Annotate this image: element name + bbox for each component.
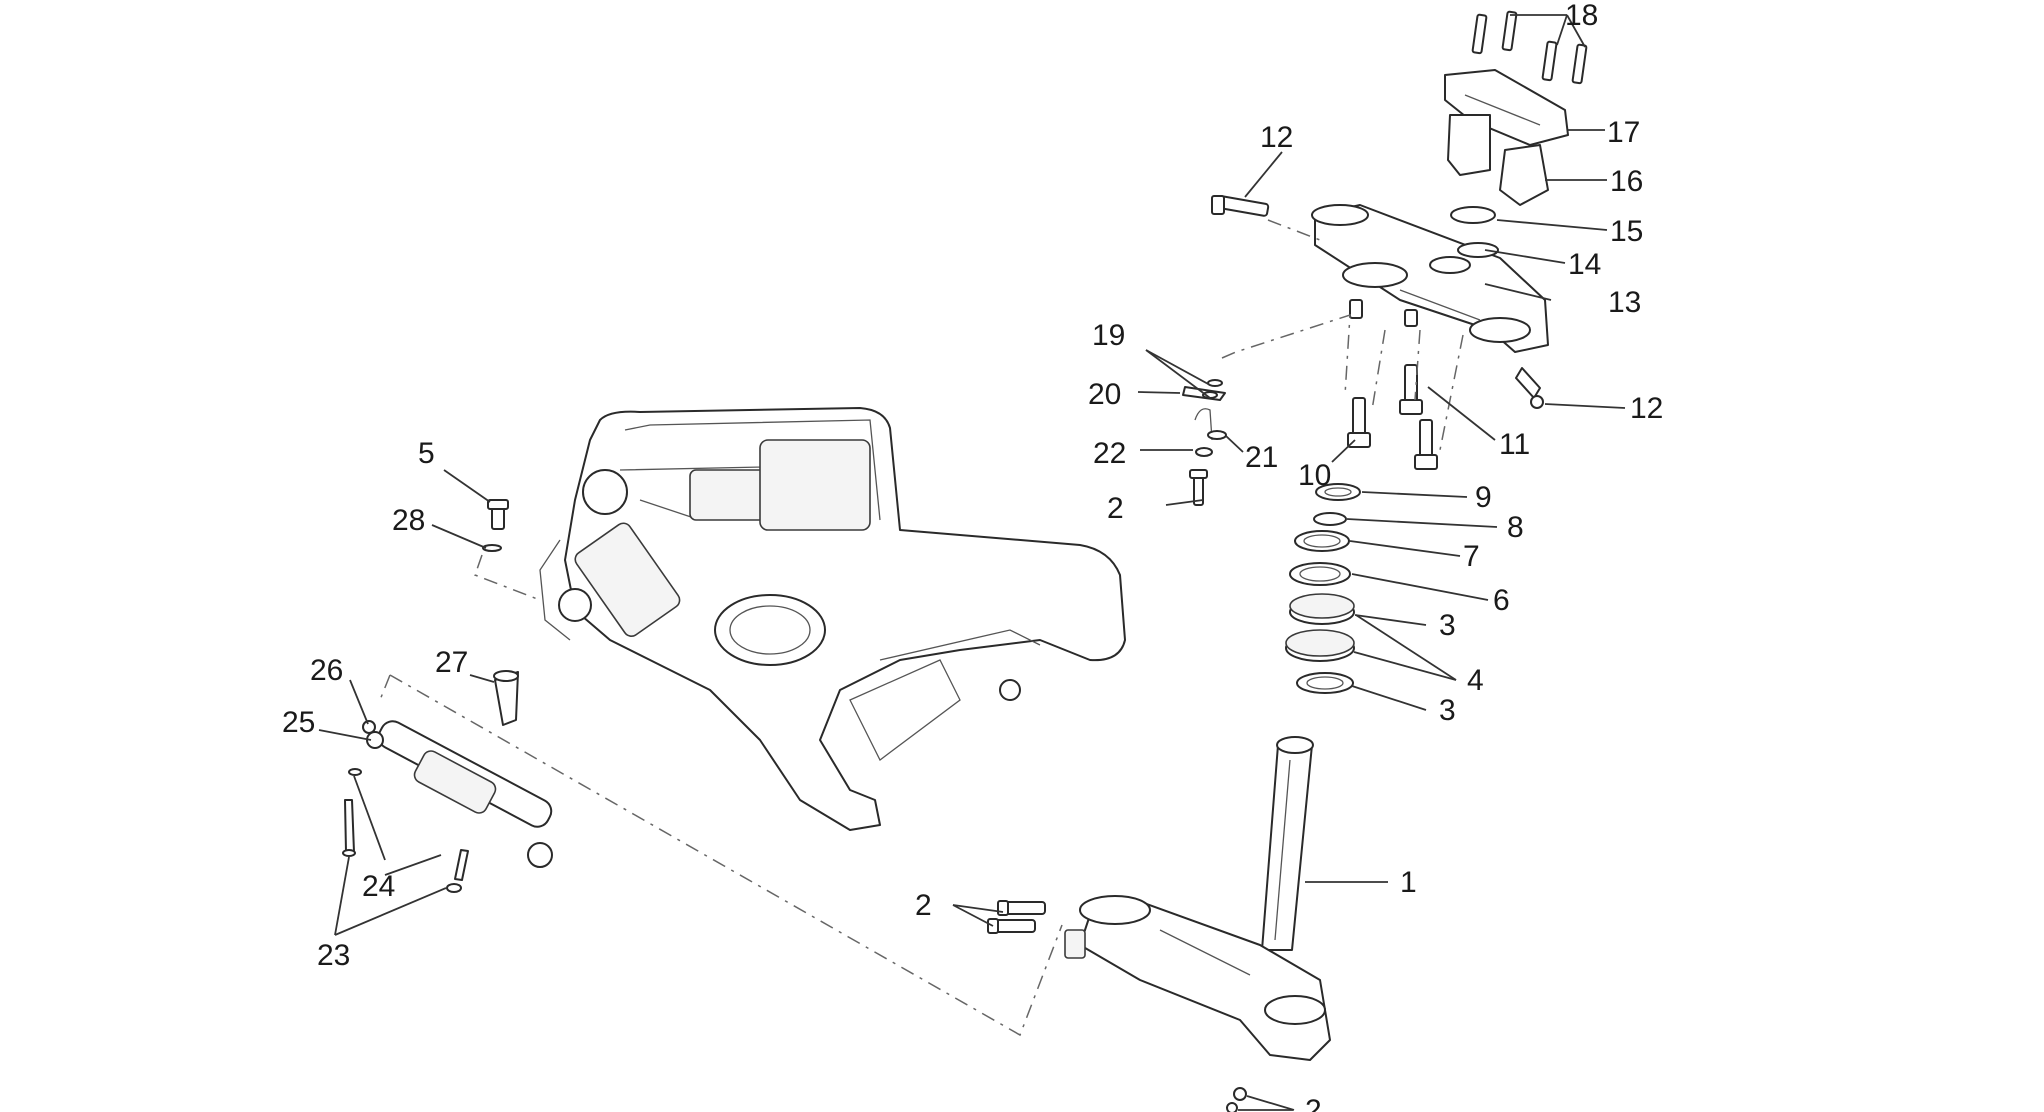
callout-labels: 1 2 2 2 3 3 4 5 6 7 8 9 10 11 12 12 13 1… <box>282 0 1663 1112</box>
frame-hardware-part <box>482 499 519 726</box>
callout-9: 9 <box>1475 481 1492 514</box>
callout-17: 17 <box>1607 116 1640 149</box>
callout-10: 10 <box>1298 459 1331 492</box>
stem-nut-part <box>1450 206 1499 258</box>
callout-26: 26 <box>310 654 343 687</box>
lower-triple-clamp-part <box>1064 895 1331 1061</box>
steering-damper-part <box>342 720 553 893</box>
assembly-lines <box>379 219 1464 1037</box>
callout-8: 8 <box>1507 511 1524 544</box>
callout-20: 20 <box>1088 378 1121 411</box>
steering-stem-part <box>1261 736 1314 951</box>
callout-15: 15 <box>1610 215 1643 248</box>
upper-triple-clamp-part <box>1311 204 1549 353</box>
callout-22: 22 <box>1093 437 1126 470</box>
clip-assembly-part <box>1182 379 1227 506</box>
bearing-stack-part <box>1285 483 1361 694</box>
lower-clamp-bolts-part <box>987 900 1247 1112</box>
callout-6: 6 <box>1493 584 1510 617</box>
clamp-bolts-part <box>1347 364 1438 470</box>
callout-13: 13 <box>1608 286 1641 319</box>
callout-24: 24 <box>362 870 395 903</box>
callout-2c: 2 <box>1305 1094 1322 1112</box>
callout-19: 19 <box>1092 319 1125 352</box>
callout-14: 14 <box>1568 248 1601 281</box>
callout-28: 28 <box>392 504 425 537</box>
clamp-side-bolt-part <box>1515 367 1544 409</box>
handlebar-clamp-part <box>1444 69 1569 206</box>
riser-bolts-part <box>1471 10 1588 85</box>
callout-2b: 2 <box>1107 492 1124 525</box>
callout-11: 11 <box>1499 428 1530 461</box>
frame-part <box>539 407 1126 831</box>
callout-27: 27 <box>435 646 468 679</box>
callout-1: 1 <box>1400 866 1417 899</box>
callout-23: 23 <box>317 939 350 972</box>
callout-12b: 12 <box>1630 392 1663 425</box>
callout-3b: 3 <box>1439 694 1456 727</box>
callout-2a: 2 <box>915 889 932 922</box>
callout-7: 7 <box>1463 540 1480 573</box>
clamp-pinch-bolt-part <box>1211 195 1270 217</box>
leader-lines <box>318 14 1626 1111</box>
callout-18: 18 <box>1565 0 1598 32</box>
callout-4: 4 <box>1467 664 1484 697</box>
callout-25: 25 <box>282 706 315 739</box>
callout-21: 21 <box>1245 441 1278 474</box>
callout-16: 16 <box>1610 165 1643 198</box>
callout-12a: 12 <box>1260 121 1293 154</box>
callout-3a: 3 <box>1439 609 1456 642</box>
callout-5: 5 <box>418 437 435 470</box>
